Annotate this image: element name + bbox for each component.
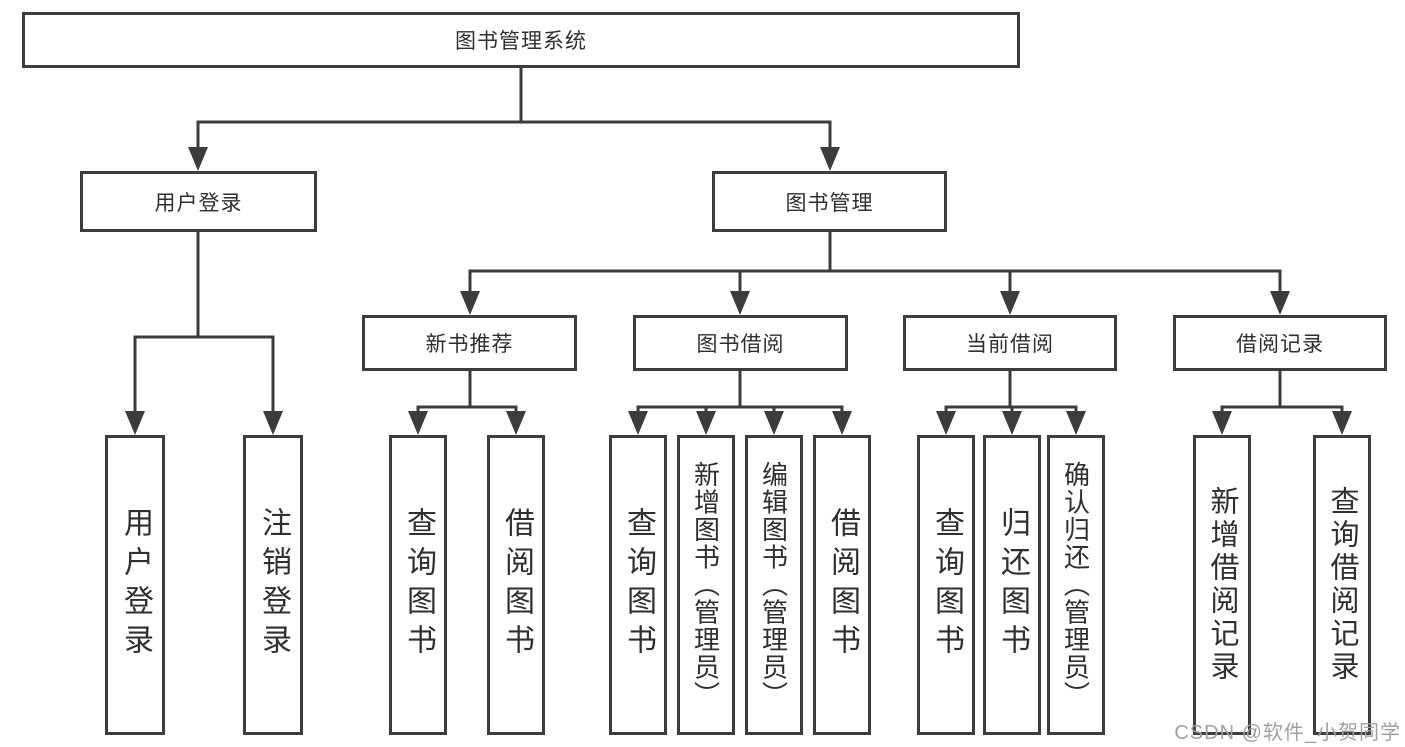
node-book-management-label: 图书管理 (785, 191, 874, 215)
leaf-add-books-admin-label: 新增图书（管理员） (690, 461, 721, 709)
connector-book-borrowing-to-leaves (628, 371, 852, 435)
leaf-add-books-admin: 新增图书（管理员） (677, 435, 735, 735)
connector-borrow-records-to-leaves (1212, 371, 1352, 435)
leaf-add-borrow-record: 新增借阅记录 (1193, 435, 1251, 735)
node-user-login-label: 用户登录 (154, 191, 243, 215)
leaf-borrow-books-recommend: 借阅图书 (487, 435, 545, 735)
node-borrow-records: 借阅记录 (1173, 315, 1387, 371)
csdn-watermark: CSDN @软件_小贺同学 (1174, 722, 1401, 744)
connector-book-management-to-level3 (460, 232, 1290, 315)
node-current-borrowing-label: 当前借阅 (966, 333, 1054, 356)
leaf-search-books-recommend: 查询图书 (389, 435, 447, 735)
connector-new-book-recommend-to-leaves (408, 371, 526, 435)
leaf-search-books-borrowing: 查询图书 (609, 435, 667, 735)
leaf-confirm-return-admin-label: 确认归还（管理员） (1060, 461, 1091, 709)
connector-current-borrowing-to-leaves (936, 371, 1086, 435)
leaf-edit-books-admin-label: 编辑图书（管理员） (758, 461, 789, 709)
leaf-search-borrow-record-label: 查询借阅记录 (1326, 486, 1358, 684)
leaf-search-books-borrowing-label: 查询图书 (622, 507, 655, 663)
leaf-search-books-current-label: 查询图书 (930, 507, 963, 663)
node-book-borrowing: 图书借阅 (633, 315, 848, 371)
node-new-book-recommend: 新书推荐 (362, 315, 577, 371)
leaf-search-books-recommend-label: 查询图书 (402, 507, 435, 663)
leaf-return-books: 归还图书 (983, 435, 1041, 735)
connector-root-to-level2 (188, 68, 840, 171)
leaf-borrow-books-recommend-label: 借阅图书 (500, 507, 533, 663)
node-borrow-records-label: 借阅记录 (1236, 333, 1324, 356)
leaf-borrow-books-borrowing: 借阅图书 (813, 435, 871, 735)
node-new-book-recommend-label: 新书推荐 (425, 333, 514, 356)
leaf-add-borrow-record-label: 新增借阅记录 (1206, 486, 1238, 684)
connector-user-login-to-leaves (125, 232, 283, 435)
node-root: 图书管理系统 (22, 12, 1020, 68)
node-root-label: 图书管理系统 (455, 30, 587, 53)
leaf-confirm-return-admin: 确认归还（管理员） (1047, 435, 1105, 735)
node-book-management: 图书管理 (712, 171, 947, 232)
leaf-user-login-label: 用户登录 (119, 507, 152, 663)
leaf-logout-login-label: 注销登录 (257, 507, 290, 663)
leaf-search-borrow-record: 查询借阅记录 (1313, 435, 1371, 735)
node-user-login: 用户登录 (80, 171, 317, 232)
leaf-return-books-label: 归还图书 (996, 507, 1029, 663)
node-current-borrowing: 当前借阅 (903, 315, 1117, 371)
leaf-borrow-books-borrowing-label: 借阅图书 (826, 507, 859, 663)
leaf-edit-books-admin: 编辑图书（管理员） (745, 435, 803, 735)
node-book-borrowing-label: 图书借阅 (696, 333, 785, 356)
leaf-search-books-current: 查询图书 (917, 435, 975, 735)
leaf-user-login: 用户登录 (105, 435, 165, 735)
leaf-logout-login: 注销登录 (243, 435, 303, 735)
